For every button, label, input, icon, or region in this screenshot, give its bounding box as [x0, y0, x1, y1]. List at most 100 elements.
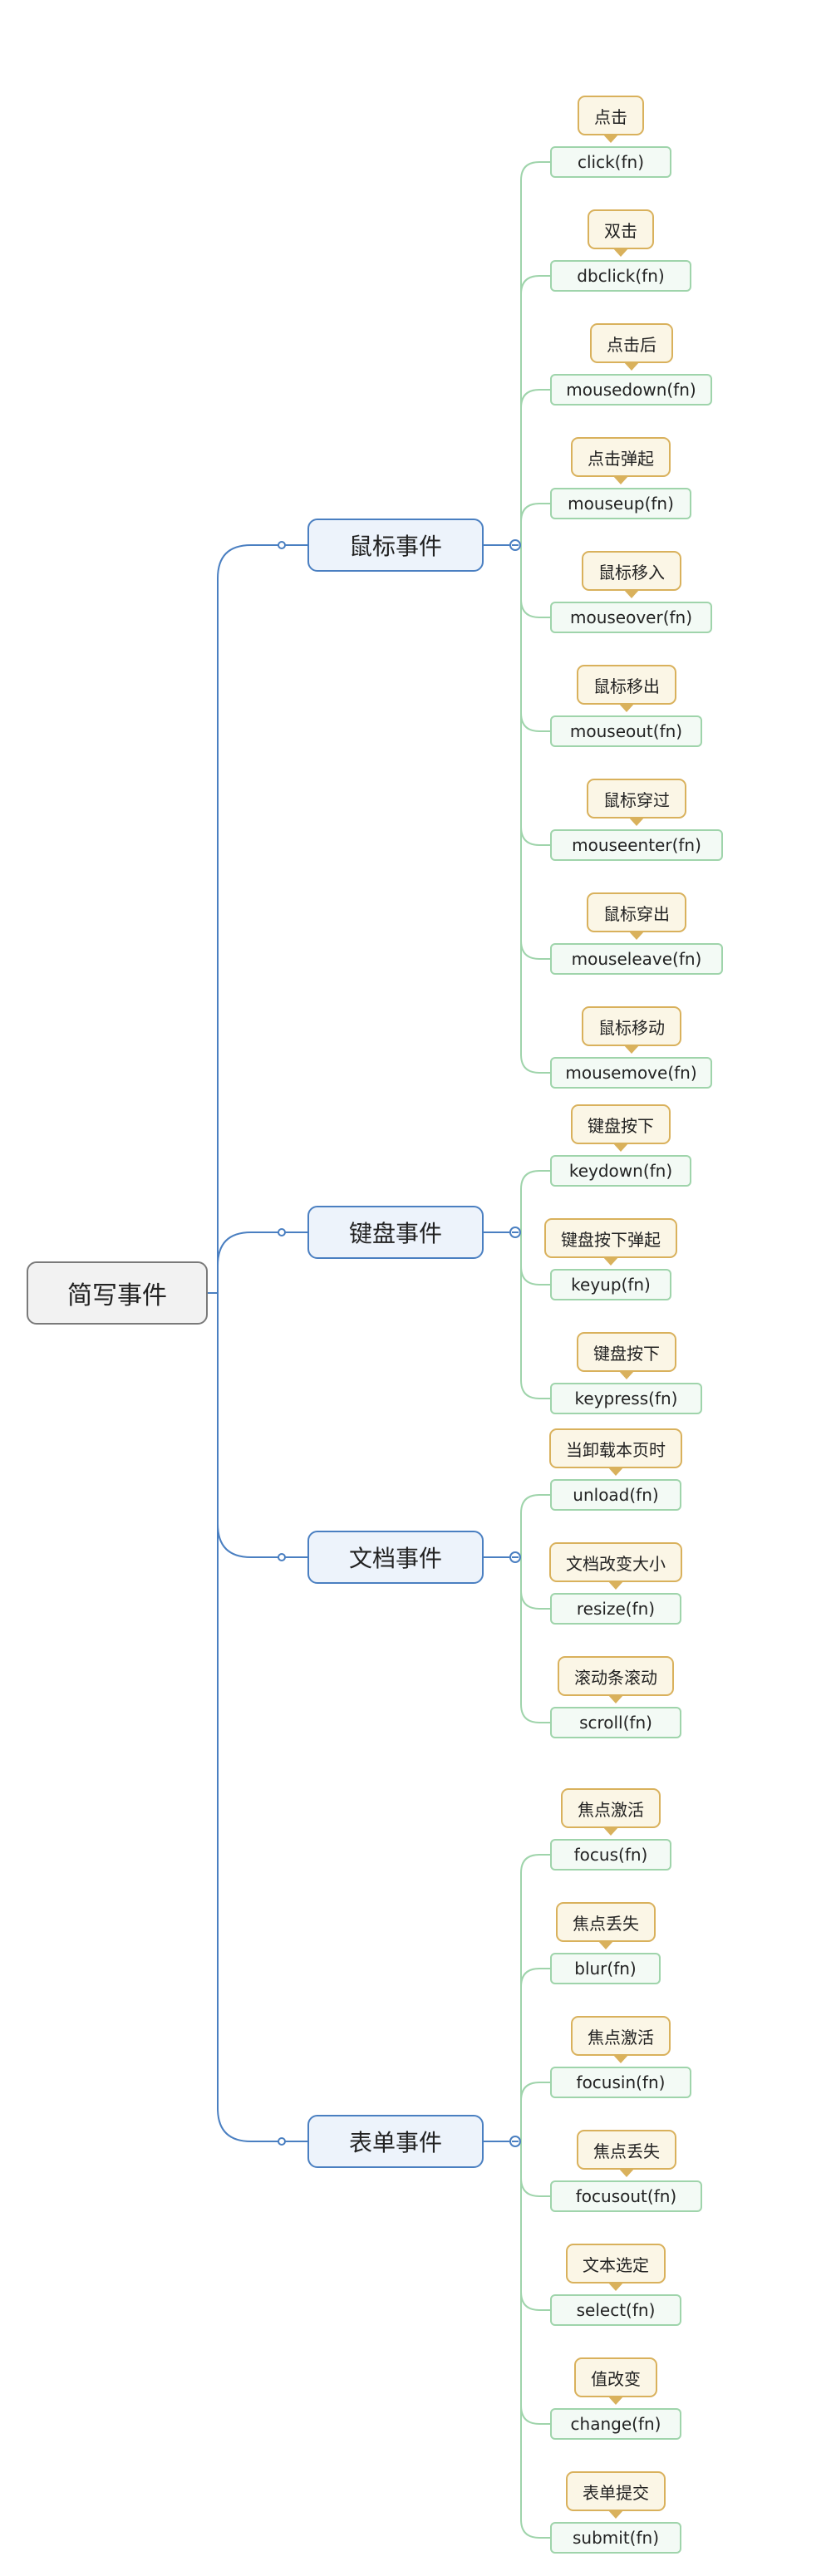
note-callout: 鼠标移入 — [582, 551, 681, 598]
note-callout-text: 双击 — [604, 220, 637, 241]
branch-connector — [217, 1231, 307, 1293]
note-callout-text: 点击后 — [607, 334, 656, 355]
event-leaf[interactable]: mousemove(fn) — [550, 1057, 712, 1089]
leaf-connector — [520, 275, 550, 295]
event-leaf[interactable]: unload(fn) — [550, 1479, 681, 1511]
leaf-connector — [520, 161, 550, 181]
connector-dot — [278, 1228, 286, 1236]
note-callout: 键盘按下弹起 — [544, 1218, 677, 1266]
event-leaf-text: blur(fn) — [574, 1959, 637, 1979]
event-leaf[interactable]: submit(fn) — [550, 2522, 681, 2554]
event-leaf-text: focusin(fn) — [576, 2072, 666, 2092]
event-leaf-text: focusout(fn) — [575, 2186, 677, 2206]
event-leaf-text: mousemove(fn) — [565, 1063, 697, 1083]
note-callout: 滚动条滚动 — [558, 1656, 674, 1703]
note-callout: 当卸载本页时 — [549, 1428, 682, 1476]
leaf-connector — [520, 2519, 550, 2539]
collapse-toggle-icon[interactable] — [509, 1227, 521, 1238]
event-leaf-text: dbclick(fn) — [577, 266, 665, 286]
leaf-connector — [520, 2082, 550, 2102]
note-callout: 焦点激活 — [571, 2016, 671, 2063]
branch-node[interactable]: 键盘事件 — [307, 1206, 484, 1259]
leaf-connector — [520, 1703, 550, 1723]
note-callout-text: 鼠标移入 — [598, 562, 665, 583]
note-callout: 表单提交 — [566, 2471, 666, 2519]
note-callout: 点击弹起 — [571, 437, 671, 484]
leaf-connector — [520, 1379, 550, 1399]
root-node-text: 简写事件 — [67, 1281, 167, 1310]
event-leaf[interactable]: select(fn) — [550, 2294, 681, 2326]
branch-node[interactable]: 文档事件 — [307, 1531, 484, 1584]
branch-connector — [217, 1293, 307, 1558]
event-leaf-text: click(fn) — [577, 152, 644, 172]
leaf-connector — [520, 1494, 550, 1514]
note-callout: 焦点丢失 — [577, 2130, 676, 2177]
event-leaf[interactable]: mouseup(fn) — [550, 488, 691, 519]
event-leaf[interactable]: scroll(fn) — [550, 1707, 681, 1738]
note-callout-text: 键盘按下 — [588, 1115, 654, 1136]
event-leaf[interactable]: focus(fn) — [550, 1839, 671, 1871]
note-callout-text: 当卸载本页时 — [566, 1439, 666, 1460]
leaf-connector — [520, 1266, 550, 1286]
event-leaf-text: scroll(fn) — [579, 1713, 652, 1733]
event-leaf[interactable]: mouseover(fn) — [550, 602, 712, 633]
note-callout: 焦点丢失 — [556, 1902, 656, 1949]
event-leaf[interactable]: keypress(fn) — [550, 1383, 702, 1414]
note-callout: 点击后 — [590, 323, 673, 371]
leaf-connector — [520, 1968, 550, 1988]
note-callout-text: 鼠标穿过 — [603, 789, 670, 810]
event-leaf-text: keydown(fn) — [568, 1161, 673, 1181]
event-leaf[interactable]: blur(fn) — [550, 1953, 661, 1984]
branch-node[interactable]: 鼠标事件 — [307, 519, 484, 572]
event-leaf[interactable]: mousedown(fn) — [550, 374, 712, 406]
connector-dot — [278, 541, 286, 549]
note-callout-text: 焦点丢失 — [593, 2141, 660, 2161]
event-leaf-text: mouseenter(fn) — [572, 835, 701, 855]
collapse-toggle-icon[interactable] — [509, 1551, 521, 1563]
event-leaf[interactable]: keyup(fn) — [550, 1269, 671, 1300]
event-leaf[interactable]: mouseout(fn) — [550, 715, 702, 747]
collapse-toggle-icon[interactable] — [509, 2136, 521, 2147]
leaf-connector — [520, 1854, 550, 1874]
event-leaf[interactable]: change(fn) — [550, 2408, 681, 2440]
event-leaf[interactable]: resize(fn) — [550, 1593, 681, 1625]
event-leaf[interactable]: focusout(fn) — [550, 2180, 702, 2212]
collapse-toggle-icon[interactable] — [509, 539, 521, 551]
note-callout-text: 键盘按下 — [593, 1343, 660, 1364]
note-callout: 双击 — [588, 209, 654, 257]
note-callout-text: 焦点丢失 — [573, 1913, 639, 1934]
event-leaf[interactable]: keydown(fn) — [550, 1155, 691, 1187]
note-callout: 焦点激活 — [561, 1788, 661, 1836]
note-callout-text: 值改变 — [591, 2368, 641, 2389]
event-leaf-text: change(fn) — [570, 2414, 661, 2434]
branch-node-text: 表单事件 — [348, 2129, 442, 2156]
note-callout-text: 鼠标穿出 — [603, 903, 670, 924]
branch-connector — [217, 544, 307, 1293]
leaf-connector — [520, 389, 550, 409]
note-callout: 文本选定 — [566, 2244, 666, 2291]
event-leaf-text: submit(fn) — [573, 2528, 659, 2548]
event-leaf[interactable]: mouseenter(fn) — [550, 829, 723, 861]
event-leaf-text: unload(fn) — [573, 1485, 659, 1505]
event-leaf[interactable]: dbclick(fn) — [550, 260, 691, 292]
root-node[interactable]: 简写事件 — [27, 1261, 208, 1325]
event-leaf-text: mouseup(fn) — [568, 494, 674, 514]
branch-node-text: 鼠标事件 — [348, 533, 442, 560]
note-callout: 文档改变大小 — [549, 1542, 682, 1590]
note-callout-text: 点击 — [594, 106, 627, 127]
leaf-connector — [520, 712, 550, 732]
leaf-connector — [520, 2405, 550, 2425]
note-callout-text: 焦点激活 — [588, 2027, 654, 2048]
event-leaf[interactable]: click(fn) — [550, 146, 671, 178]
connector-dot — [278, 1553, 286, 1561]
event-leaf-text: mouseover(fn) — [569, 607, 693, 627]
note-callout-text: 表单提交 — [583, 2482, 649, 2503]
event-leaf[interactable]: mouseleave(fn) — [550, 943, 723, 975]
event-leaf[interactable]: focusin(fn) — [550, 2067, 691, 2098]
note-callout: 键盘按下 — [577, 1332, 676, 1379]
note-callout-text: 鼠标移动 — [598, 1017, 665, 1038]
leaf-connector — [520, 1054, 550, 1074]
note-callout-text: 焦点激活 — [578, 1799, 644, 1820]
branch-node[interactable]: 表单事件 — [307, 2115, 484, 2168]
